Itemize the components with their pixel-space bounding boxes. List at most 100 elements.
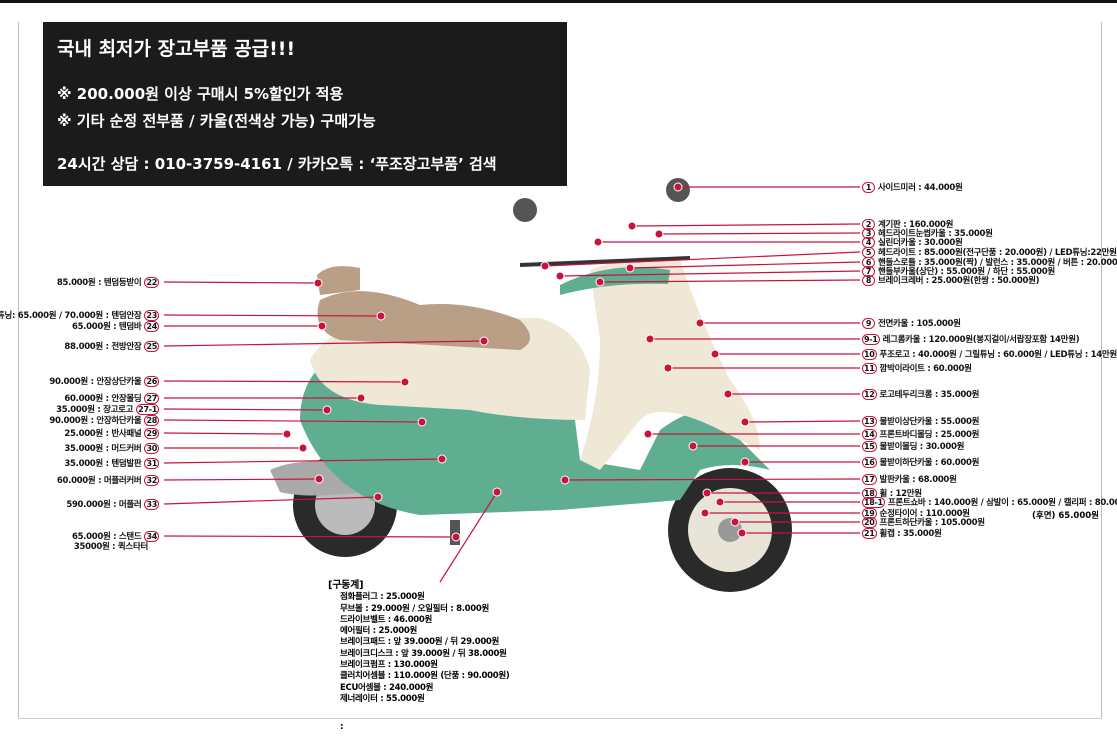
part-marker-dot xyxy=(710,349,720,359)
part-description: 90.000원 : 안장하단카울 xyxy=(49,416,142,426)
part-number-badge: 16 xyxy=(862,457,877,468)
part-marker-dot xyxy=(627,221,637,231)
part-number-badge: 9 xyxy=(862,318,875,329)
part-number-badge: 21 xyxy=(862,528,877,539)
leader-line xyxy=(163,281,319,284)
leader-line xyxy=(599,279,861,283)
part-number-badge: 17 xyxy=(862,474,877,485)
part-marker-dot xyxy=(373,492,383,502)
part-description: 65.000원 : 스탠드 xyxy=(71,532,142,542)
drivetrain-item: 클러치어셈블 : 110.000원 (단품 : 90.000원) xyxy=(340,671,510,682)
part-description: 사이드미러 : 44.000원 xyxy=(878,183,963,193)
leader-line xyxy=(163,340,485,347)
part-description: 35.000원 : 장고로고 xyxy=(56,405,134,415)
part-number-badge: 27-1 xyxy=(136,404,159,415)
part-description: 85.000원 : 텐덤등받이 xyxy=(56,278,142,288)
leader-line xyxy=(564,478,861,481)
part-marker-dot xyxy=(400,377,410,387)
part-marker-dot xyxy=(595,277,605,287)
part-description: 핸들스로틀 : 35.000원(짝) / 발런스 : 35.000원 / 버튼 … xyxy=(878,258,1117,268)
part-number-badge: 18-1 xyxy=(862,497,885,508)
part-description: 35.000원 : 텐덤발판 xyxy=(64,459,142,469)
part-marker-dot xyxy=(322,405,332,415)
part-description: 레그롬카울 : 120.000원(봉지걸이/서랍장포함 14만원) xyxy=(882,335,1080,345)
leader-line xyxy=(559,270,861,277)
part-marker-dot xyxy=(702,488,712,498)
part-marker-dot xyxy=(715,497,725,507)
page-frame xyxy=(18,22,1102,719)
drivetrain-item: 제너레이터 : 55.000원 xyxy=(340,693,425,704)
leader-line xyxy=(544,251,861,267)
part-description: 핸들부카울(상단) : 55.000원 / 하단 : 55.000원 xyxy=(878,267,1055,277)
part-marker-dot xyxy=(437,454,447,464)
drivetrain-item: 브레이크패드 : 앞 39.000원 / 뒤 29.000원 xyxy=(340,637,500,648)
part-description: 휠 : 12만원 xyxy=(879,489,923,499)
drivetrain-item: 점화플러그 : 25.000원 xyxy=(340,592,425,603)
part-description: 590.000원 : 머플러 xyxy=(66,500,142,510)
part-marker-dot xyxy=(695,318,705,328)
part-marker-dot xyxy=(740,457,750,467)
part-marker-dot xyxy=(314,474,324,484)
part-number-badge: 27 xyxy=(144,393,159,404)
part-marker-dot xyxy=(298,443,308,453)
part-number-badge: 26 xyxy=(144,376,159,387)
part-description: 프론트바디몰딩 : 25.000원 xyxy=(879,430,980,440)
leader-line xyxy=(163,432,288,435)
part-number-badge: 25 xyxy=(144,341,159,352)
part-number-badge: 8 xyxy=(862,275,875,286)
part-description: 헤드라이트 : 85.000원(전구단품 : 20.000원) / LED튜닝:… xyxy=(878,248,1117,258)
part-number-badge: 13 xyxy=(862,416,877,427)
drivetrain-title: [구동계] xyxy=(328,580,364,591)
header-contact: 24시간 상담 : 010-3759-4161 / 카카오톡 : ‘푸조장고부품… xyxy=(57,155,497,173)
part-description: 60.000원 : 안장몰딩 xyxy=(64,394,142,404)
part-marker-dot xyxy=(700,508,710,518)
header-title: 국내 최저가 장고부품 공급!!! xyxy=(57,38,296,60)
part-description: 캐노피튜닝: 65.000원 / 70.000원 : 텐덤안장 xyxy=(0,311,142,321)
part-marker-dot xyxy=(317,321,327,331)
part-marker-dot xyxy=(593,237,603,247)
part-description: 65.000원 : 텐덤바 xyxy=(71,322,142,332)
drivetrain-item: 브레이크디스크 : 앞 39.000원 / 뒤 38.000원 xyxy=(340,648,507,659)
part-number-badge: 23 xyxy=(144,310,159,321)
part-number-badge: 12 xyxy=(862,389,877,400)
part-description: 전면카울 : 105.000원 xyxy=(878,319,961,329)
part-marker-dot xyxy=(282,429,292,439)
leader-line xyxy=(631,223,861,227)
part-marker-dot xyxy=(723,389,733,399)
part-number-badge: 33 xyxy=(144,499,159,510)
part-marker-dot xyxy=(492,487,502,497)
leader-line xyxy=(163,408,328,411)
header-line-parts: ※ 기타 순정 전부품 / 카울(전색상 가능) 구매가능 xyxy=(57,112,376,130)
leader-line xyxy=(629,261,861,269)
part-number-badge: 9-1 xyxy=(862,334,880,345)
part-marker-dot xyxy=(663,363,673,373)
leader-line xyxy=(163,380,406,383)
part-description: 순정타이어 : 110.000원 xyxy=(879,509,970,519)
part-number-badge: 34 xyxy=(144,531,159,542)
part-number-badge: 20 xyxy=(862,517,877,528)
part-number-badge: 28 xyxy=(144,415,159,426)
part-description: 프론트쇼바 : 140.000원 / 삼발이 : 65.000원 / 캘리퍼 :… xyxy=(887,498,1117,508)
part-marker-dot xyxy=(356,393,366,403)
part-marker-dot xyxy=(540,261,550,271)
part-number-badge: 31 xyxy=(144,458,159,469)
part-marker-dot xyxy=(643,429,653,439)
